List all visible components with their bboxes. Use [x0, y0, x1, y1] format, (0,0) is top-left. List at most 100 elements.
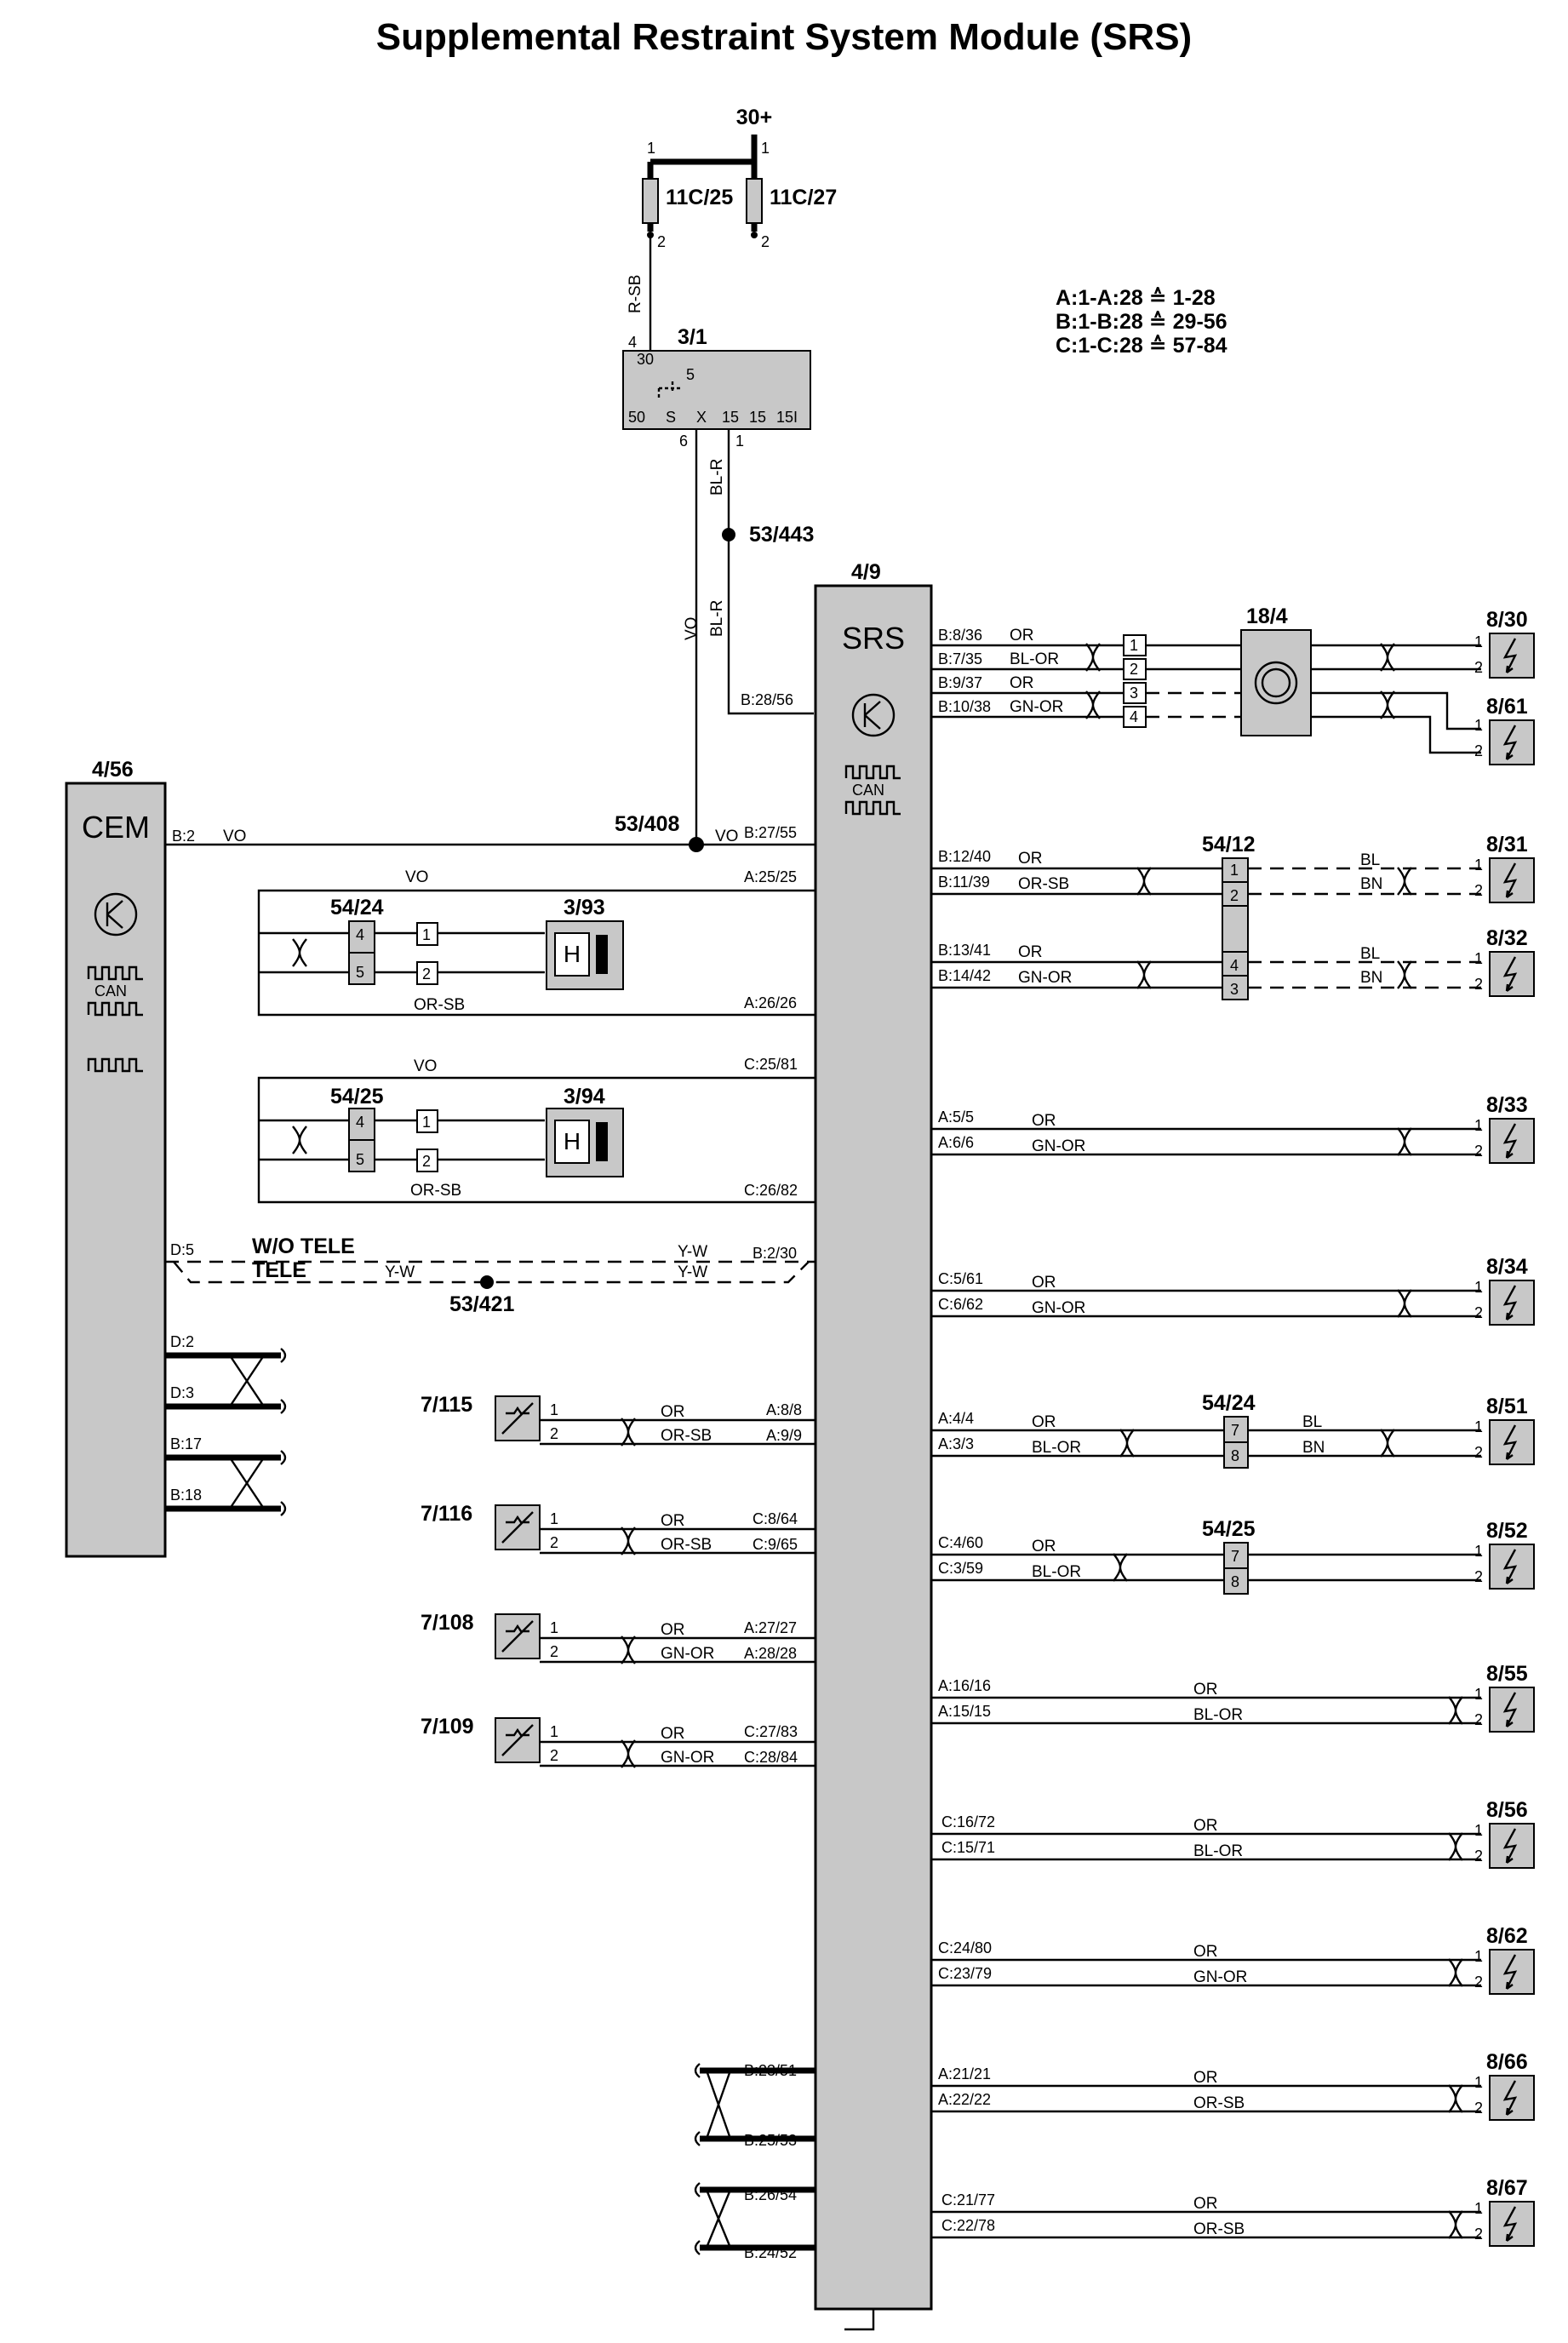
- wire-color-vo-394: VO: [414, 1057, 437, 1075]
- srs-pin-c22-78: C:22/78: [941, 2217, 995, 2234]
- svg-text:7: 7: [1231, 1548, 1239, 1565]
- svg-text:2: 2: [1474, 976, 1483, 993]
- srs-pin-c26-82: C:26/82: [744, 1182, 798, 1199]
- cem-module: [65, 782, 167, 1558]
- sensor-7-116-label: 7/116: [421, 1502, 472, 1526]
- pretensioner-3-93-label: 3/93: [564, 896, 605, 919]
- wire-color-vo-3: VO: [715, 828, 738, 845]
- svg-text:8/33: 8/33: [1486, 1093, 1528, 1117]
- svg-text:8/31: 8/31: [1486, 833, 1528, 856]
- svg-text:2: 2: [1130, 661, 1138, 678]
- svg-text:1: 1: [1474, 2074, 1483, 2091]
- svg-text:OR: OR: [661, 1512, 685, 1530]
- wire-color-blr-1: BL-R: [708, 459, 726, 496]
- srs-module-id: 4/9: [851, 560, 881, 584]
- srs-pin-b2-30: B:2/30: [753, 1245, 797, 1262]
- wire-color-rsb: R-SB: [627, 275, 644, 313]
- svg-text:OR: OR: [1010, 674, 1034, 692]
- ign-term-15i: 15I: [776, 409, 798, 426]
- svg-text:BL: BL: [1360, 851, 1380, 869]
- srs-pin-a26-26: A:26/26: [744, 994, 797, 1011]
- srs-pin-c28-84: C:28/84: [744, 1749, 798, 1766]
- svg-text:OR: OR: [1193, 2069, 1218, 2087]
- svg-text:OR: OR: [1010, 627, 1034, 644]
- srs-module: [814, 584, 933, 2311]
- svg-text:1: 1: [550, 1401, 558, 1418]
- svg-text:3: 3: [1130, 685, 1138, 702]
- svg-text:OR: OR: [1032, 1538, 1056, 1555]
- svg-text:OR: OR: [661, 1403, 685, 1421]
- connector-54-24-a-label: 54/24: [330, 896, 384, 919]
- svg-text:8/66: 8/66: [1486, 2050, 1528, 2074]
- svg-text:4: 4: [356, 926, 364, 943]
- power-label: 30+: [736, 106, 772, 129]
- svg-text:1: 1: [550, 1723, 558, 1740]
- srs-pin-a22-22: A:22/22: [938, 2091, 991, 2108]
- svg-text:1: 1: [1474, 633, 1483, 650]
- svg-text:7: 7: [1231, 1422, 1239, 1439]
- svg-text:2: 2: [1230, 887, 1239, 904]
- svg-text:1: 1: [1474, 1686, 1483, 1703]
- srs-pin-b27-55: B:27/55: [744, 824, 797, 841]
- svg-text:8/32: 8/32: [1486, 926, 1528, 950]
- svg-text:BL-OR: BL-OR: [1193, 1842, 1243, 1860]
- svg-text:2: 2: [1474, 1304, 1483, 1321]
- svg-text:2: 2: [550, 1747, 558, 1764]
- fuse-11c25-icon: [642, 178, 659, 224]
- srs-pin-b8-36: B:8/36: [938, 627, 982, 644]
- svg-text:4: 4: [1130, 708, 1138, 725]
- srs-pin-a28-28: A:28/28: [744, 1645, 797, 1662]
- svg-text:1: 1: [1474, 950, 1483, 967]
- wire-color-yw-3: Y-W: [678, 1263, 707, 1281]
- svg-text:OR-SB: OR-SB: [1193, 2094, 1245, 2112]
- svg-text:8/67: 8/67: [1486, 2176, 1528, 2200]
- pin-map-a: A:1-A:28 ≙ 1-28: [1056, 286, 1216, 310]
- svg-text:8/51: 8/51: [1486, 1395, 1528, 1418]
- ign-term-15b: 15: [749, 409, 766, 426]
- svg-text:OR: OR: [1193, 1943, 1218, 1961]
- srs-pin-a15-15: A:15/15: [938, 1703, 991, 1720]
- srs-pin-c24-80: C:24/80: [938, 1939, 992, 1956]
- fuse-11c27-label: 11C/27: [770, 186, 837, 209]
- airbag-8-32: 8/32 1 2: [1474, 926, 1536, 998]
- svg-text:8/61: 8/61: [1486, 695, 1528, 719]
- srs-pin-b11-39: B:11/39: [938, 874, 990, 891]
- airbag-8-31: 8/31 12: [1474, 833, 1536, 904]
- cem-pin-d5: D:5: [170, 1241, 194, 1258]
- svg-text:OR: OR: [1193, 2195, 1218, 2213]
- ign-term-s: S: [666, 409, 676, 426]
- splice-53-421-label: 53/421: [449, 1292, 515, 1316]
- svg-text:OR: OR: [1193, 1817, 1218, 1835]
- pin-map-b: B:1-B:28 ≙ 29-56: [1056, 310, 1228, 334]
- svg-text:8/56: 8/56: [1486, 1798, 1528, 1822]
- svg-text:5: 5: [356, 964, 364, 981]
- srs-pin-a21-21: A:21/21: [938, 2065, 991, 2082]
- srs-pin-c6-62: C:6/62: [938, 1296, 983, 1313]
- cem-pin-b2: B:2: [172, 828, 195, 845]
- pretensioner-3-93-h: H: [564, 941, 581, 967]
- svg-text:1: 1: [550, 1510, 558, 1527]
- srs-pin-b14-42: B:14/42: [938, 967, 991, 984]
- svg-text:BL: BL: [1360, 945, 1380, 963]
- srs-pin-c9-65: C:9/65: [753, 1536, 798, 1553]
- srs-pin-a16-16: A:16/16: [938, 1677, 991, 1694]
- airbag-8-66: 8/66 12: [1474, 2050, 1536, 2122]
- srs-pin-c4-60: C:4/60: [938, 1534, 983, 1551]
- connector-54-25-b-label: 54/25: [1202, 1517, 1256, 1541]
- svg-text:8/55: 8/55: [1486, 1662, 1528, 1686]
- svg-text:OR: OR: [661, 1725, 685, 1743]
- svg-text:4: 4: [628, 334, 637, 351]
- svg-text:2: 2: [1474, 1568, 1483, 1585]
- svg-text:2: 2: [550, 1643, 558, 1660]
- airbag-8-51: 8/51 12: [1474, 1395, 1536, 1466]
- wire-color-orsb-394: OR-SB: [410, 1182, 461, 1200]
- svg-text:1: 1: [647, 140, 655, 157]
- splice-53-408-label: 53/408: [615, 812, 680, 836]
- srs-pin-a27-27: A:27/27: [744, 1619, 797, 1636]
- cem-pin-b17: B:17: [170, 1435, 202, 1452]
- airbag-8-52: 8/52 12: [1474, 1519, 1536, 1590]
- pretensioner-3-94-h: H: [564, 1128, 581, 1154]
- airbag-8-67: 8/67 12: [1474, 2176, 1536, 2248]
- svg-text:BN: BN: [1360, 969, 1382, 987]
- svg-text:OR: OR: [1193, 1681, 1218, 1699]
